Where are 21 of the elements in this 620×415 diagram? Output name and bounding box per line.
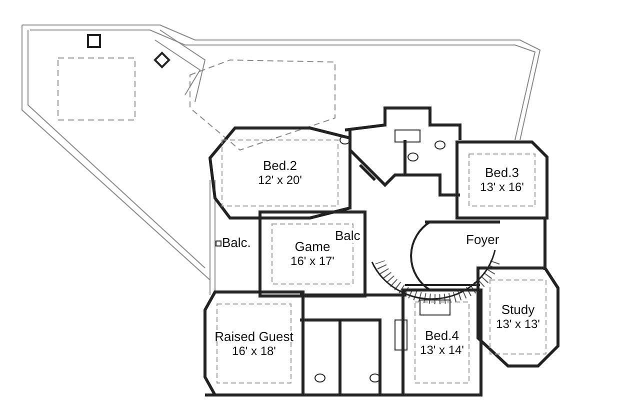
room (260, 212, 365, 296)
room-size: 12' x 20' (258, 173, 302, 187)
room-name: Study (501, 303, 535, 317)
room-name: Raised Guest (214, 330, 294, 344)
room-size: 13' x 16' (480, 180, 524, 194)
room (205, 292, 303, 395)
room (478, 268, 558, 366)
room-size: 13' x 14' (420, 342, 464, 356)
area-label: Balc (335, 229, 360, 243)
area-label: Foyer (466, 233, 500, 247)
room-name: Bed.2 (263, 159, 297, 173)
room (210, 128, 350, 218)
room-size: 16' x 18' (232, 344, 276, 358)
room (403, 290, 481, 395)
room (457, 142, 547, 218)
room-name: Bed.4 (425, 328, 459, 342)
room-name: Bed.3 (485, 166, 519, 180)
room-size: 16' x 17' (290, 254, 334, 268)
room-size: 13' x 13' (496, 317, 540, 331)
area-label: Balc. (222, 236, 251, 250)
room-name: Game (294, 240, 330, 254)
